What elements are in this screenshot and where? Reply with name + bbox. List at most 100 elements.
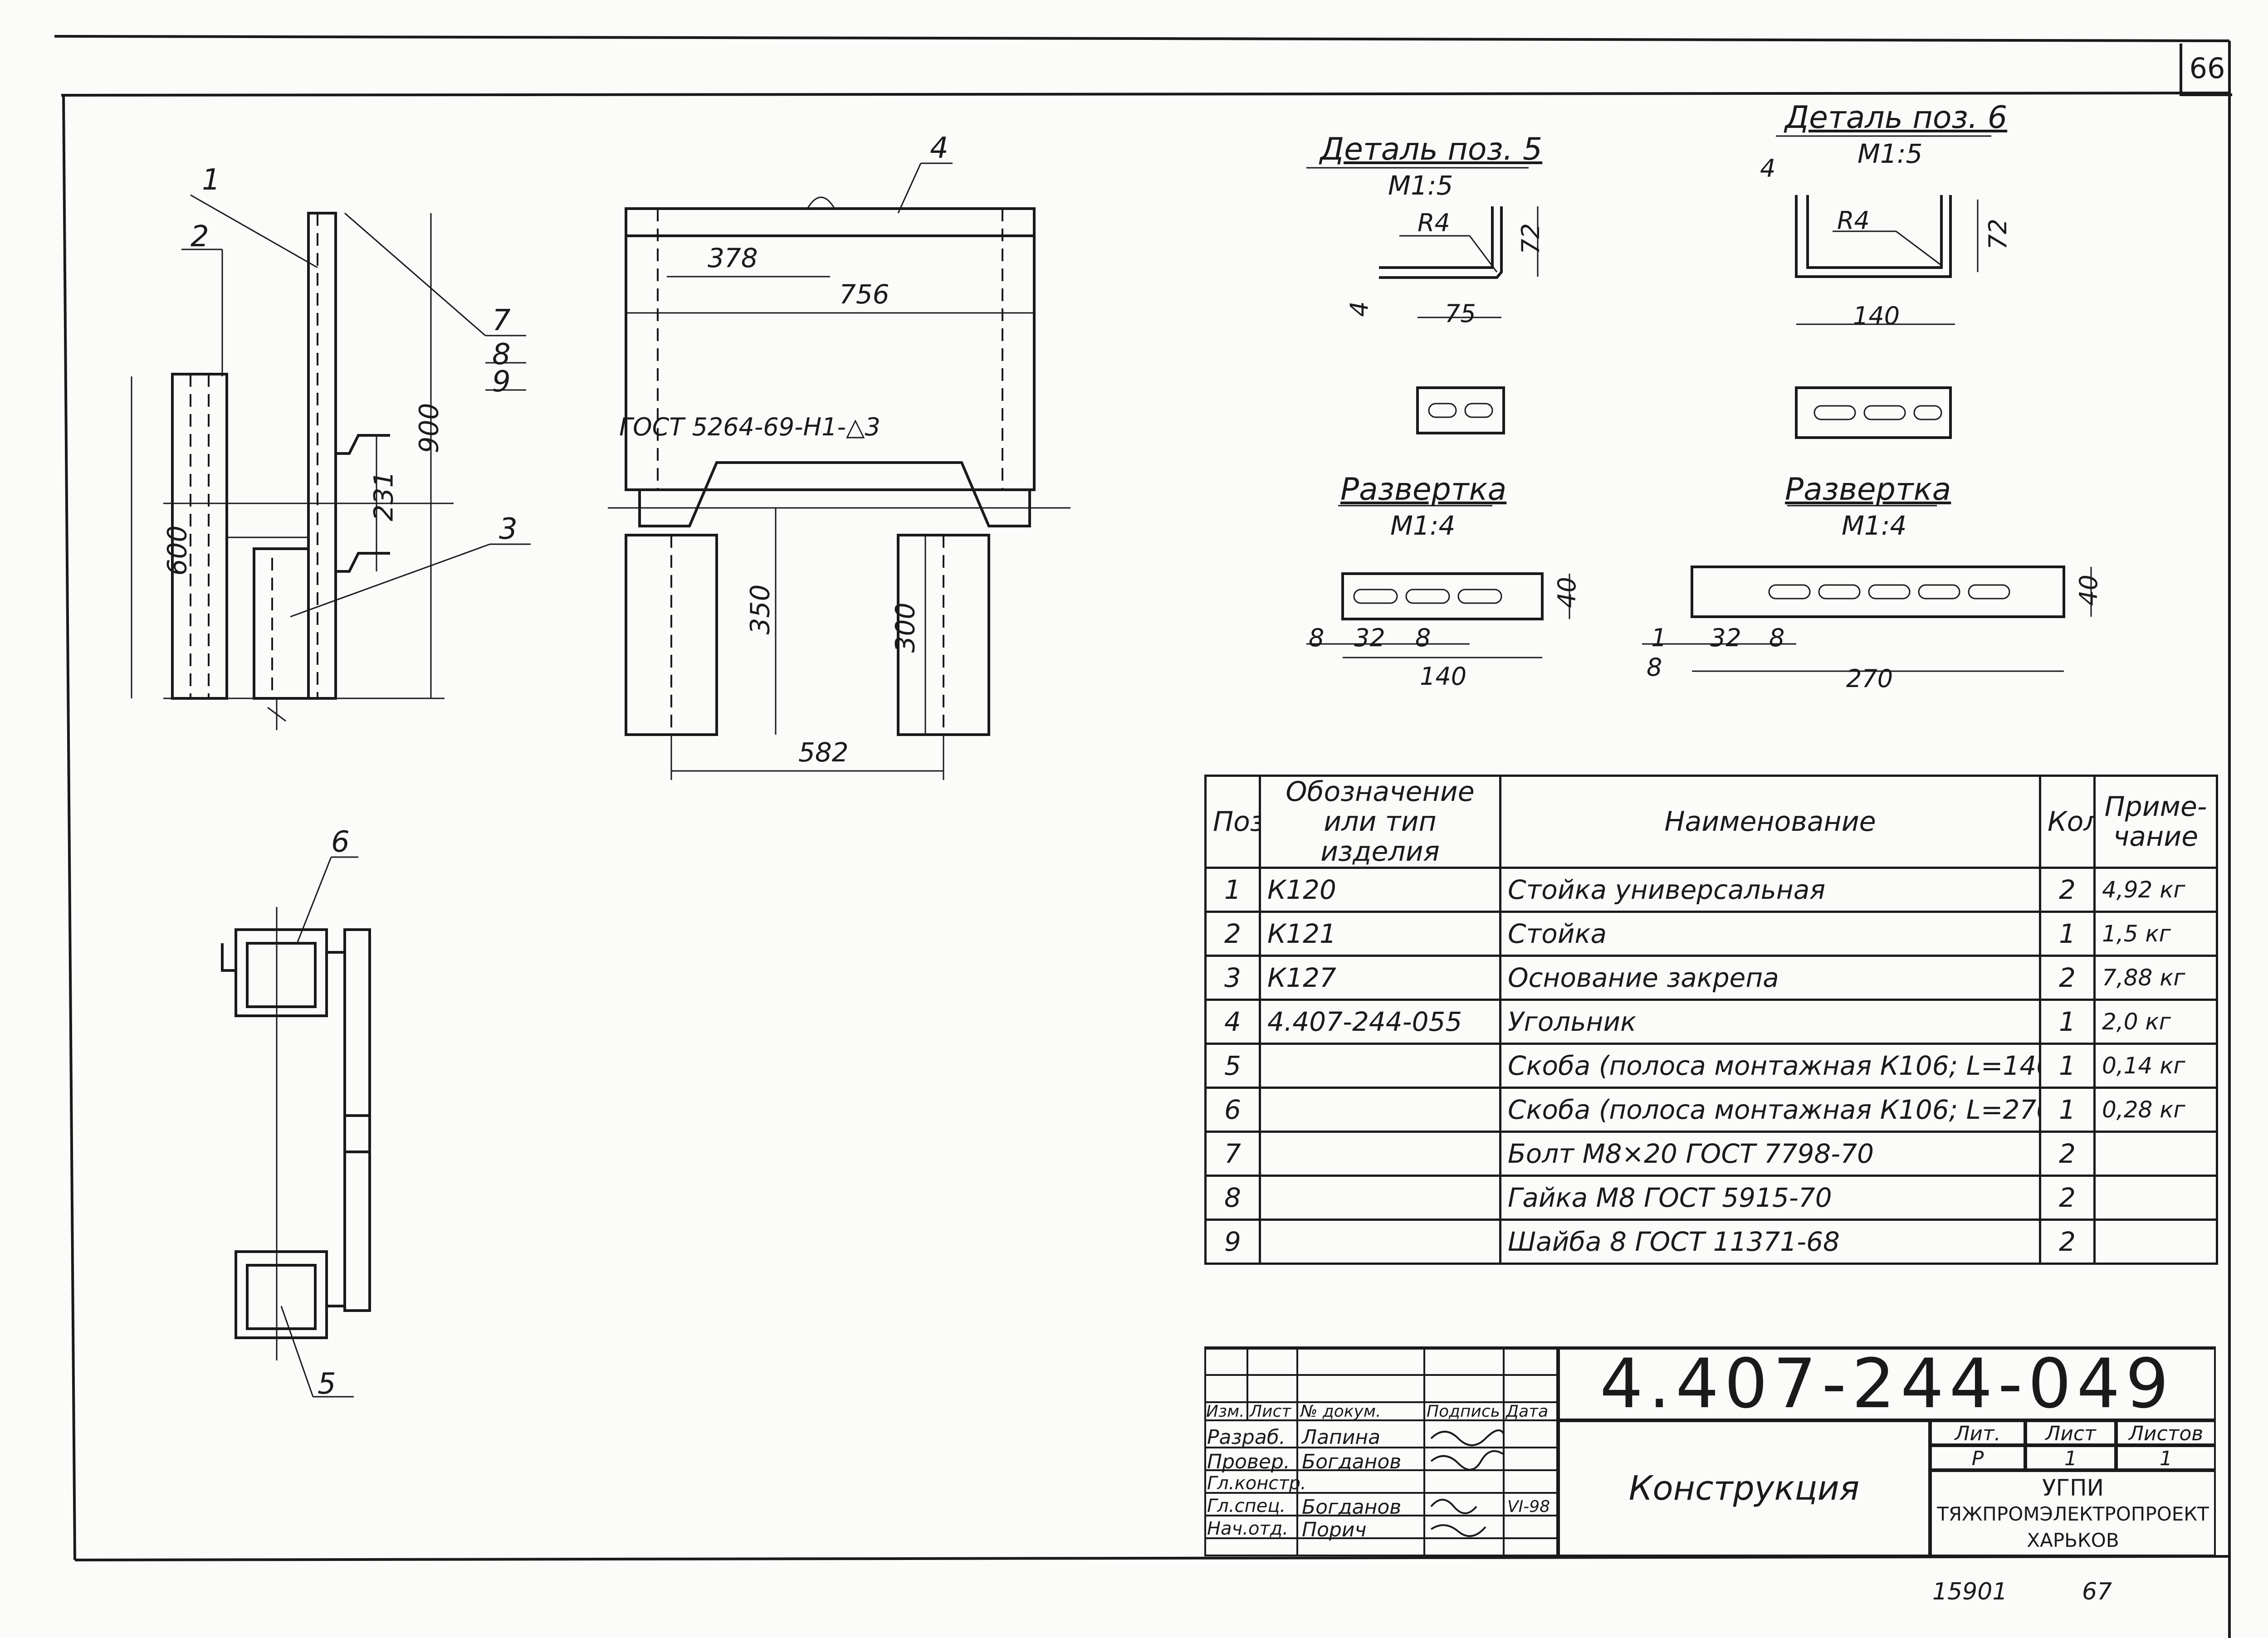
detail-5 — [1306, 167, 1539, 434]
spec-note — [2093, 1131, 2218, 1177]
dimension-label: 8 — [1415, 624, 1431, 652]
spec-note: 1,5 кг — [2093, 911, 2218, 957]
spec-qty: 1 — [2039, 999, 2096, 1045]
radius-label: R4 — [1837, 206, 1870, 235]
dimension-label: 32 — [1710, 624, 1741, 652]
document-code: 4.407-244-049 — [1599, 1348, 2175, 1420]
column-header: Кол. — [2039, 775, 2096, 869]
razvertka-scale: М1:4 — [1842, 510, 1907, 541]
specification-table: Поз. Обозначение или тип изделия Наимено… — [1204, 775, 2218, 1265]
spec-code — [1259, 1175, 1501, 1221]
dimension-label: 600 — [161, 525, 193, 576]
spec-note — [2093, 1175, 2218, 1221]
tb-header-date: Дата — [1506, 1402, 1549, 1421]
spec-code — [1259, 1131, 1501, 1177]
sheet-number: 66 — [2180, 44, 2232, 96]
spec-code — [1259, 1087, 1501, 1133]
spec-name: Шайба 8 ГОСТ 11371-68 — [1499, 1219, 2041, 1265]
dimension-label: 231 — [368, 471, 399, 522]
column-header: Поз. — [1204, 775, 1261, 869]
spec-name: Скоба (полоса монтажная К106; L=140) — [1499, 1043, 2041, 1089]
spec-pos: 3 — [1204, 955, 1261, 1001]
plan-view — [221, 856, 371, 1398]
spec-qty: 2 — [2039, 1131, 2096, 1177]
spec-pos: 7 — [1204, 1131, 1261, 1177]
spec-note: 2,0 кг — [2093, 999, 2218, 1045]
spec-name: Основание закрепа — [1499, 955, 2041, 1001]
sheet-label-cell: Лист — [2025, 1420, 2116, 1445]
spec-note — [2093, 1219, 2218, 1265]
spec-pos: 2 — [1204, 911, 1261, 957]
org-line-1: УГПИ — [2042, 1475, 2104, 1501]
dimension-label: 140 — [1420, 662, 1467, 691]
dimension-label: 756 — [839, 279, 890, 310]
dimension-label: 1 — [1651, 624, 1667, 652]
spec-pos: 8 — [1204, 1175, 1261, 1221]
sheets-label-cell: Листов — [2116, 1420, 2216, 1445]
sheet-value: 1 — [2064, 1447, 2077, 1470]
spec-pos: 4 — [1204, 999, 1261, 1045]
tb-role: Нач.отд. — [1207, 1518, 1289, 1539]
tb-name: Лапина — [1302, 1426, 1381, 1449]
spec-pos: 6 — [1204, 1087, 1261, 1133]
detail-title: Деталь поз. 6 — [1785, 100, 2008, 136]
pos-label: 4 — [930, 132, 948, 165]
detail-title: Деталь поз. 5 — [1320, 132, 1543, 167]
tb-header-signature: Подпись — [1427, 1402, 1500, 1421]
tb-name: Богданов — [1302, 1496, 1402, 1519]
spec-qty: 1 — [2039, 1043, 2096, 1089]
spec-qty: 2 — [2039, 1219, 2096, 1265]
sheet-label: Лист — [2045, 1422, 2096, 1445]
dimension-label: 4 — [1760, 154, 1776, 183]
razvertka-2 — [1642, 505, 2092, 672]
signature-scribbles — [1430, 1429, 1505, 1537]
dimension-label: 72 — [1516, 223, 1545, 254]
column-header: Приме-чание — [2093, 775, 2218, 869]
spec-pos: 5 — [1204, 1043, 1261, 1089]
razvertka-1 — [1306, 505, 1570, 658]
spec-pos: 1 — [1204, 867, 1261, 913]
razvertka-title: Развертка — [1340, 472, 1507, 507]
spec-code: К120 — [1259, 867, 1501, 913]
tb-role: Гл.констр. — [1207, 1473, 1306, 1494]
pos-label: 8 — [492, 338, 511, 371]
dimension-label: 300 — [890, 602, 921, 653]
dimension-label: 140 — [1853, 302, 1900, 330]
revision-grid-lines — [1204, 1348, 1558, 1556]
dimension-label: 75 — [1445, 299, 1476, 328]
detail-scale: М1:5 — [1388, 170, 1453, 201]
spec-qty: 1 — [2039, 1087, 2096, 1133]
lit-label: Лит. — [1955, 1422, 2001, 1445]
org-line-2: ТЯЖПРОМЭЛЕКТРОПРОЕКТ — [1937, 1503, 2209, 1525]
tb-role: Разраб. — [1207, 1426, 1286, 1449]
spec-note: 0,28 кг — [2093, 1087, 2218, 1133]
dimension-label: 378 — [708, 243, 758, 273]
pos-label: 9 — [492, 365, 511, 399]
tb-header-docnum: № докум. — [1300, 1402, 1381, 1421]
lit-value: Р — [1971, 1447, 1984, 1470]
pos-label: 5 — [318, 1367, 336, 1401]
dimension-label: 582 — [798, 737, 849, 768]
spec-name: Стойка — [1499, 911, 2041, 957]
sheets-label: Листов — [2128, 1422, 2204, 1445]
pos-label: 6 — [331, 825, 350, 859]
pos-label: 3 — [499, 512, 518, 546]
side-view — [131, 194, 531, 730]
spec-qty: 2 — [2039, 1175, 2096, 1221]
dimension-label: 270 — [1846, 664, 1893, 693]
dimension-label: 40 — [1552, 577, 1581, 608]
dimension-label: 8 — [1769, 624, 1785, 652]
tb-role: Провер. — [1207, 1450, 1290, 1473]
dimension-label: 4 — [1345, 301, 1374, 317]
spec-note: 4,92 кг — [2093, 867, 2218, 913]
spec-name: Скоба (полоса монтажная К106; L=270) — [1499, 1087, 2041, 1133]
spec-qty: 1 — [2039, 911, 2096, 957]
razvertka-title: Развертка — [1785, 472, 1951, 507]
dimension-label: 72 — [1983, 219, 2012, 250]
